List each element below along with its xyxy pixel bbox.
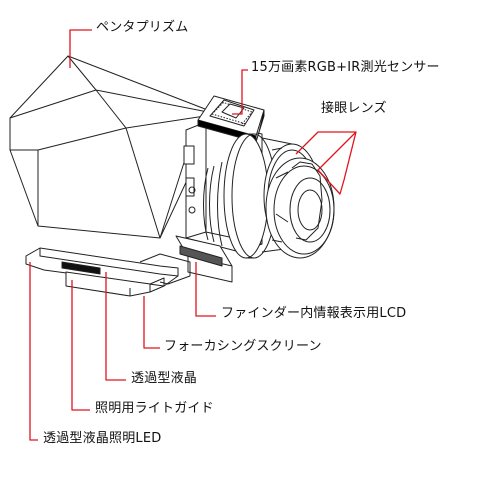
leader-focusing-screen [143, 296, 160, 349]
leader-finder-lcd [195, 262, 216, 317]
label-transmissive-lcd: 透過型液晶 [131, 371, 198, 386]
sensor-chip-drawing [197, 95, 265, 143]
leader-sensor [232, 69, 248, 115]
label-eyepiece-lens: 接眼レンズ [321, 101, 387, 116]
label-finder-lcd: ファインダー内情報表示用LCD [221, 306, 407, 321]
leader-led [29, 262, 38, 441]
leader-eyepiece-lens [295, 131, 357, 195]
leader-light-guide [71, 280, 90, 411]
label-focusing-screen: フォーカシングスクリーン [164, 339, 322, 354]
leader-lines [29, 29, 357, 441]
label-transmissive-lcd-led: 透過型液晶照明LED [43, 431, 162, 446]
leader-transmissive-lcd [105, 272, 126, 381]
label-pentaprism: ペンタプリズム [96, 20, 189, 35]
eyepiece-lens-drawing [223, 133, 335, 259]
label-rgb-ir-sensor: 15万画素RGB+IR測光センサー [251, 60, 440, 75]
label-light-guide: 照明用ライトガイド [95, 401, 214, 416]
pentaprism-drawing [9, 55, 219, 239]
leader-pentaprism [69, 29, 92, 68]
lower-plates-drawing [25, 247, 191, 297]
